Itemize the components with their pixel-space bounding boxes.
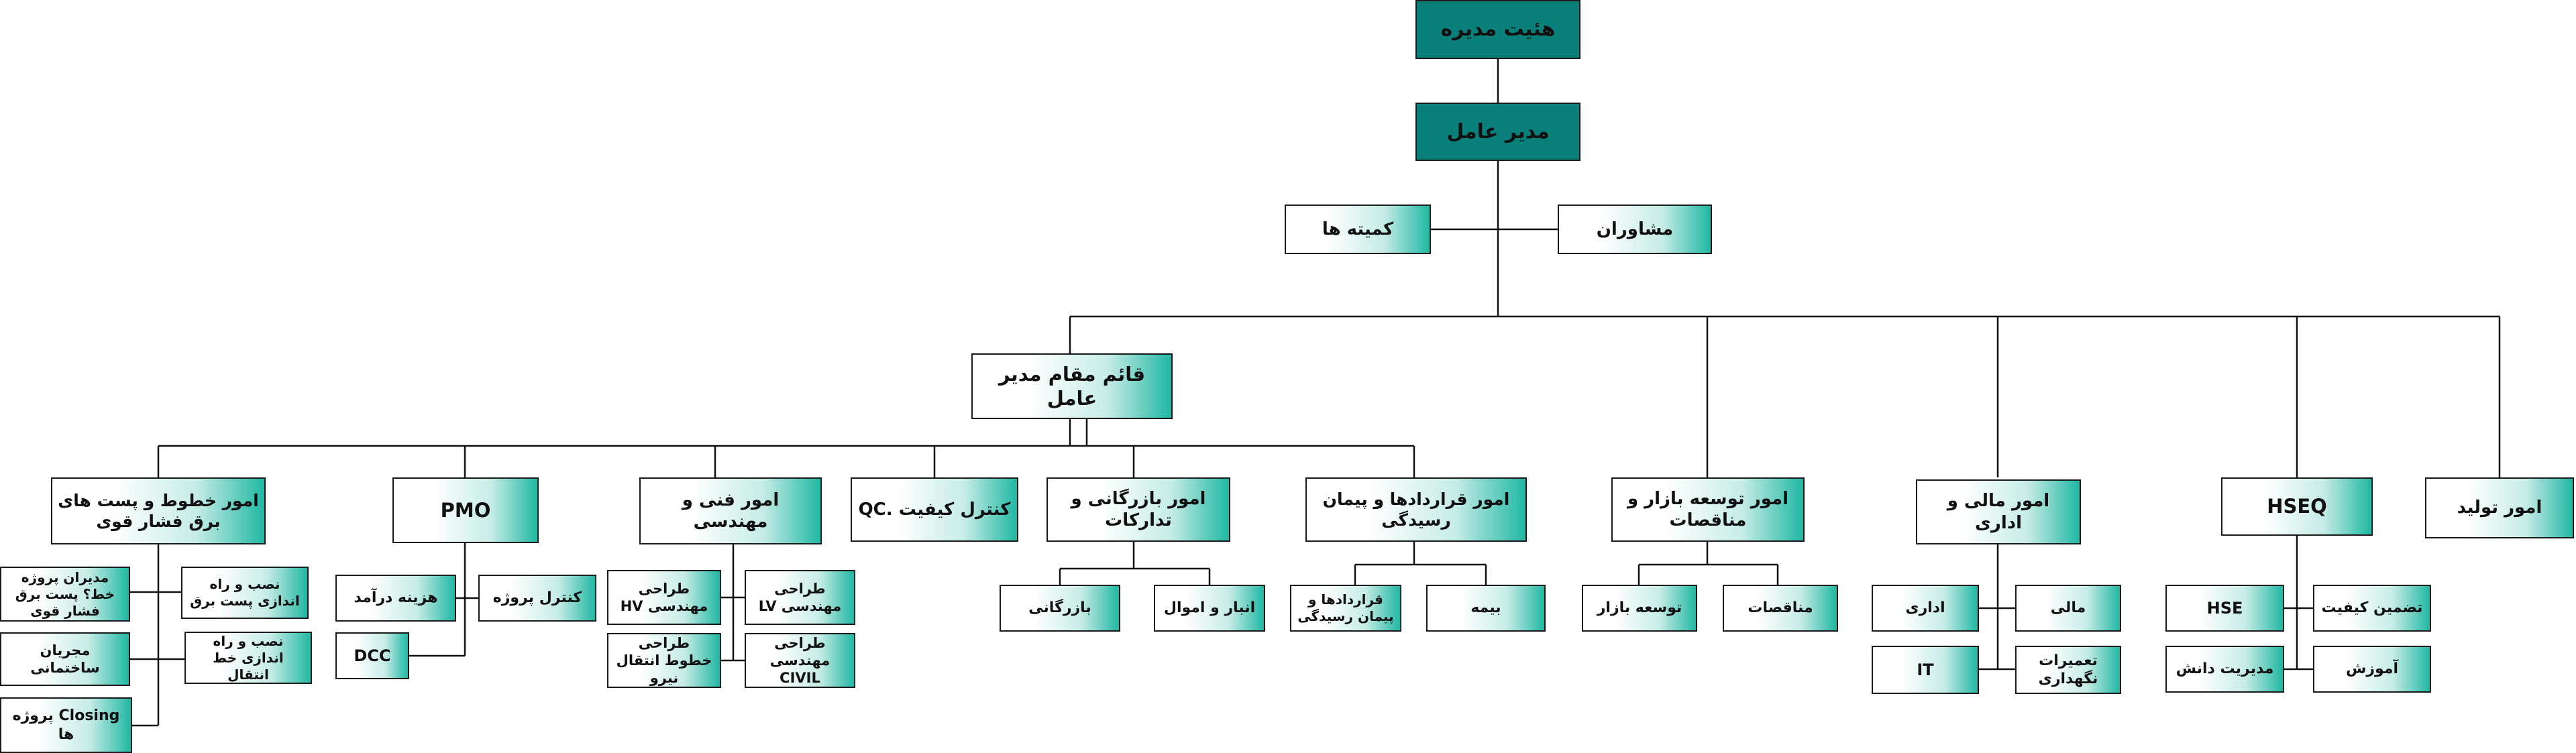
hseq-box: HSEQ bbox=[2221, 477, 2373, 536]
market-unit-box: توسعه بازار bbox=[1582, 585, 1697, 632]
project-control-box: کنترل پروژه bbox=[478, 575, 596, 622]
ceo-box: مدیر عامل bbox=[1415, 103, 1580, 161]
lines-box: امور خطوط و پست های برق فشار قوی bbox=[51, 477, 266, 544]
closing-box: Closing پروژه ها bbox=[0, 697, 132, 753]
board-box: هئیت مدیره bbox=[1415, 0, 1580, 59]
it-box: IT bbox=[1872, 646, 1979, 694]
finance-box: امور مالی و اداری bbox=[1916, 479, 2081, 544]
commerce-box: امور بازرگانی و تدارکات bbox=[1046, 477, 1230, 542]
training-box: آموزش bbox=[2313, 646, 2431, 693]
substation-install-box: نصب و راه اندازی پست برق bbox=[181, 567, 309, 619]
maintenance-box: تعمیرات نگهداری bbox=[2015, 646, 2121, 694]
quality-assurance-box: تضمین کیفیت bbox=[2313, 585, 2431, 632]
advisors-box: مشاوران bbox=[1558, 205, 1712, 254]
pmo-box: PMO bbox=[392, 477, 539, 543]
revenue-cost-box: هزینه درآمد bbox=[335, 575, 456, 622]
committees-box: کمیته ها bbox=[1285, 205, 1431, 254]
lv-design-box: طراحی مهندسی LV bbox=[745, 570, 855, 625]
hv-design-box: طراحی مهندسی HV bbox=[607, 570, 721, 625]
commerce-unit-box: بازرگانی bbox=[1000, 585, 1120, 632]
contracts-unit-box: قراردادها و پیمان رسیدگی bbox=[1290, 585, 1401, 632]
dcc-box: DCC bbox=[335, 632, 409, 679]
insurance-box: بیمه bbox=[1426, 585, 1546, 632]
civil-design-box: طراحی مهندسی CIVIL bbox=[745, 633, 855, 688]
tenders-box: مناقصات bbox=[1723, 585, 1838, 632]
transmission-design-box: طراحی خطوط انتقال نیرو bbox=[607, 633, 721, 688]
marketdev-box: امور توسعه بازار و مناقصات bbox=[1611, 477, 1805, 542]
deputy-box: قائم مقام مدیر عامل bbox=[971, 353, 1173, 419]
contracts-box: امور قراردادها و پیمان رسیدگی bbox=[1305, 477, 1527, 542]
project-managers-box: مدیران پروژه خط؟ پست برق فشار قوی bbox=[0, 567, 130, 622]
line-install-box: نصب و راه اندازی خط انتقال bbox=[184, 632, 312, 684]
warehouse-box: انبار و اموال bbox=[1154, 585, 1265, 632]
admin-unit-box: اداری bbox=[1872, 585, 1979, 632]
finance-unit-box: مالی bbox=[2015, 585, 2121, 632]
hse-box: HSE bbox=[2165, 585, 2284, 632]
building-exec-box: مجریان ساختمانی bbox=[0, 632, 130, 686]
qc-box: کنترل کیفیت .QC bbox=[851, 477, 1018, 542]
production-box: امور تولید bbox=[2425, 477, 2574, 538]
engineering-box: امور فنی و مهندسی bbox=[639, 477, 822, 544]
knowledge-box: مدیریت دانش bbox=[2165, 646, 2284, 693]
